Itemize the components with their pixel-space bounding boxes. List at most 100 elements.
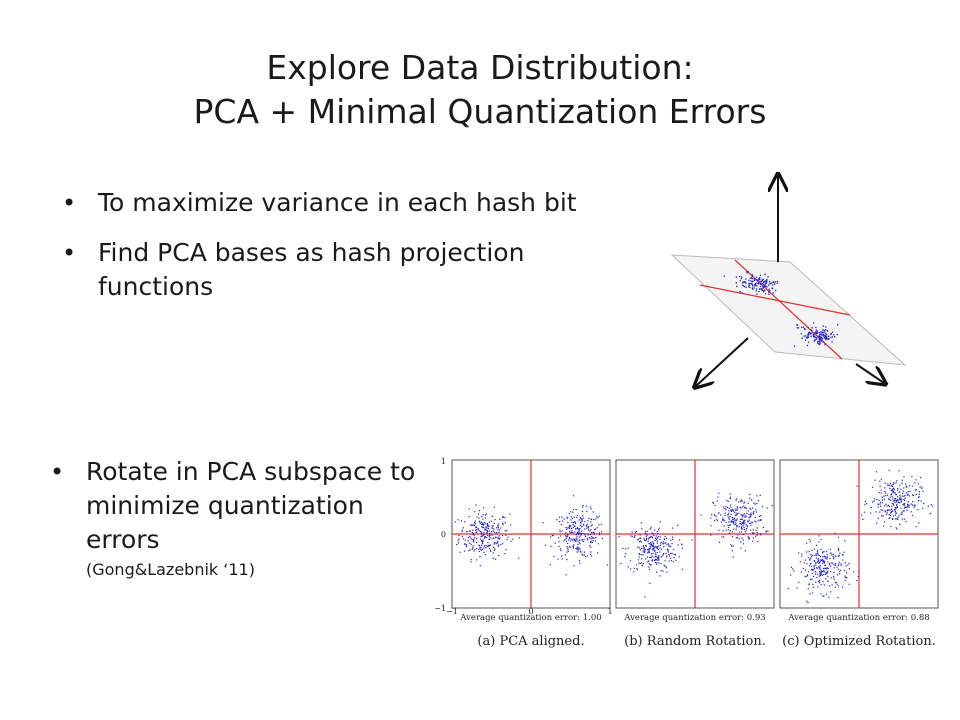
- scatter-point: [919, 486, 921, 488]
- scatter-point: [823, 573, 825, 575]
- scatter-point: [654, 550, 656, 552]
- scatter-point: [644, 551, 646, 553]
- scatter-point: [929, 513, 932, 515]
- scatter-point: [468, 530, 470, 532]
- scatter-point: [666, 571, 668, 573]
- scatter-point: [486, 529, 488, 531]
- scatter-point: [493, 549, 495, 551]
- scatter-point: [657, 558, 659, 560]
- scatter-point: [591, 524, 593, 526]
- plane-point: [821, 340, 823, 342]
- scatter-point: [497, 525, 499, 527]
- plane-point: [764, 283, 766, 285]
- plane-point: [822, 329, 824, 331]
- scatter-point: [488, 526, 490, 528]
- scatter-point: [479, 547, 481, 549]
- scatter-point: [905, 483, 907, 485]
- scatter-point: [675, 559, 677, 561]
- scatter-point: [583, 539, 585, 541]
- scatter-point: [728, 512, 730, 514]
- scatter-point: [885, 495, 887, 497]
- plane-point: [754, 284, 757, 286]
- scatter-point: [713, 502, 715, 504]
- plane-point: [825, 326, 827, 328]
- scatter-point: [736, 513, 738, 515]
- scatter-point: [755, 509, 757, 511]
- scatter-point: [742, 525, 744, 527]
- plane-point: [824, 337, 826, 339]
- scatter-point: [833, 578, 835, 580]
- scatter-point: [920, 500, 922, 502]
- scatter-point: [572, 546, 574, 548]
- scatter-point: [471, 532, 473, 534]
- scatter-point: [822, 552, 824, 554]
- plane-point: [760, 288, 762, 290]
- plane-point: [751, 283, 753, 285]
- plane-point: [768, 291, 770, 293]
- plane-point: [807, 326, 809, 329]
- scatter-point: [654, 562, 656, 564]
- scatter-point: [487, 545, 489, 547]
- scatter-point: [566, 551, 568, 553]
- plane-point: [773, 281, 775, 284]
- plane-point: [815, 338, 817, 340]
- scatter-point: [875, 471, 877, 473]
- scatter-point: [633, 571, 635, 573]
- scatter-point: [473, 534, 475, 536]
- scatter-point: [908, 504, 910, 506]
- scatter-point: [820, 584, 822, 586]
- scatter-point: [647, 540, 649, 542]
- scatter-point: [895, 494, 898, 496]
- scatter-point: [666, 555, 668, 557]
- scatter-point: [468, 550, 470, 552]
- plane-point: [752, 285, 754, 287]
- plane-point: [831, 341, 833, 343]
- scatter-point: [504, 553, 506, 555]
- plane-point: [745, 278, 747, 280]
- scatter-point: [755, 521, 757, 523]
- scatter-point: [814, 567, 816, 570]
- scatter-point: [915, 489, 917, 491]
- scatter-point: [642, 562, 645, 564]
- scatter-point: [829, 564, 831, 566]
- scatter-point: [586, 510, 588, 513]
- scatter-point: [590, 508, 592, 510]
- scatter-point: [823, 555, 825, 557]
- scatter-point: [502, 543, 504, 545]
- scatter-point: [838, 570, 841, 572]
- scatter-point: [481, 540, 483, 542]
- scatter-point: [842, 559, 844, 561]
- scatter-point: [893, 482, 895, 484]
- plane-point: [814, 339, 816, 341]
- scatter-point: [729, 493, 731, 495]
- scatter-point: [668, 546, 670, 548]
- scatter-point: [930, 503, 932, 506]
- plane-point: [752, 278, 754, 280]
- scatter-point: [899, 491, 901, 493]
- scatter-point: [903, 504, 905, 506]
- scatter-point: [638, 553, 640, 555]
- scatter-point: [912, 504, 914, 506]
- scatter-point: [741, 537, 743, 539]
- plane-point: [823, 331, 825, 333]
- scatter-point: [490, 544, 492, 546]
- scatter-point: [502, 516, 504, 518]
- scatter-point: [819, 559, 821, 561]
- scatter-point: [664, 560, 666, 562]
- scatter-point: [572, 527, 574, 529]
- scatter-point: [820, 548, 822, 551]
- scatter-point: [740, 518, 742, 520]
- plane-point: [825, 338, 827, 341]
- plane-point: [751, 276, 753, 278]
- scatter-point: [567, 535, 569, 537]
- scatter-point: [462, 527, 464, 529]
- plane-point: [769, 290, 771, 292]
- scatter-point: [653, 546, 655, 548]
- scatter-point: [833, 571, 835, 573]
- plane-point: [826, 333, 828, 336]
- scatter-point: [752, 529, 754, 531]
- plane-point: [760, 282, 762, 285]
- scatter-point: [667, 551, 669, 553]
- scatter-point: [475, 527, 477, 529]
- scatter-point: [736, 509, 738, 511]
